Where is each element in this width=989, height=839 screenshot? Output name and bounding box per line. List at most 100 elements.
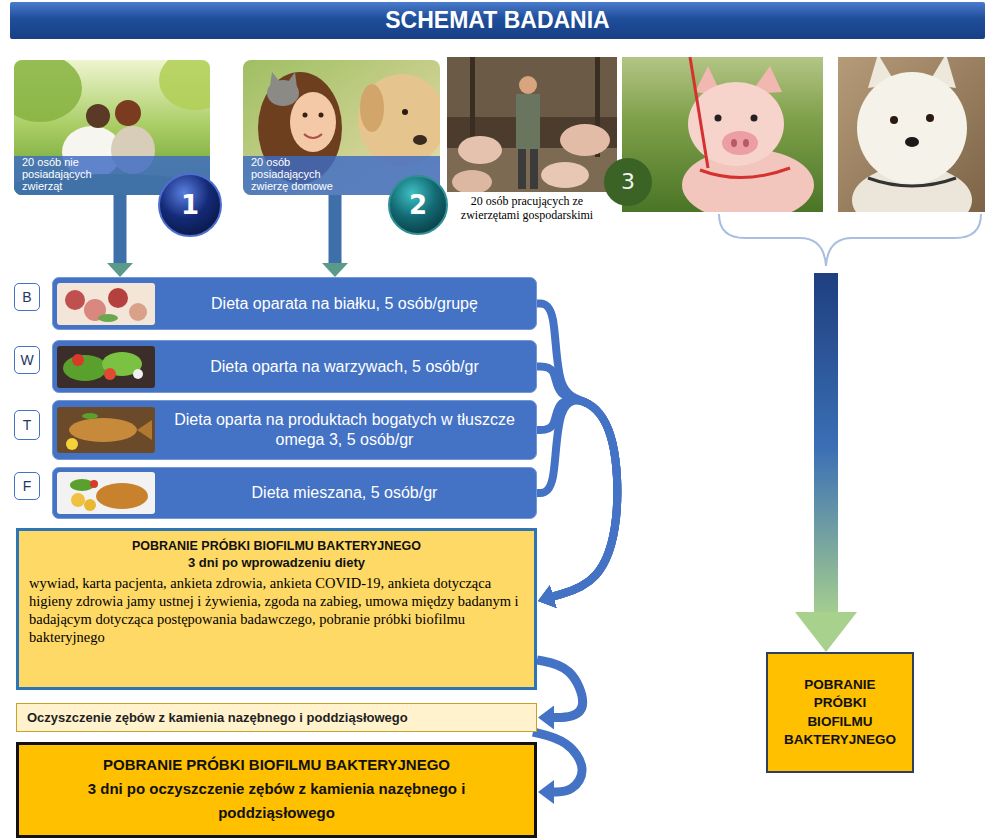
group-brace (719, 214, 981, 266)
image-bg (57, 472, 155, 514)
group-number: 1 (158, 173, 222, 237)
fish-image (57, 407, 155, 453)
circle-number: 2 (409, 192, 427, 218)
sample-body: wywiad, karta pacjenta, ankieta zdrowia,… (29, 575, 524, 646)
connector-arrow (537, 367, 617, 597)
farm-pig (458, 136, 502, 164)
title-bar: SCHEMAT BADANIA (10, 2, 985, 39)
diet-box: Dieta oparta na produktach bogatych w tł… (52, 400, 537, 460)
diet-letter-box: T (14, 410, 40, 440)
group-number: 2 (388, 175, 448, 235)
diet-letter: B (22, 290, 31, 304)
pig-leash (690, 57, 708, 168)
pig-eye (751, 115, 758, 122)
group-photos: 20 osób pracujących ze zwierzętami gospo… (447, 55, 985, 273)
lettuce (102, 352, 142, 376)
farmer-leg (530, 149, 538, 189)
sample-subheading: 3 dni po wprowadzeniu diety (29, 554, 524, 572)
pig-nostril (743, 139, 749, 147)
dog-nose (905, 137, 919, 147)
meat-slice (129, 303, 147, 321)
tomato (72, 354, 84, 366)
dog-collar (868, 178, 956, 186)
fish (69, 418, 137, 442)
sampling-box: POBRANIE PRÓBKI BIOFILMU BAKTERYJNEGO3 d… (16, 528, 537, 690)
diet-label: Dieta oparta na warzywach, 5 osób/gr (210, 357, 479, 377)
connector-arrow (537, 304, 617, 597)
group-number: 3 (604, 158, 652, 206)
diet-letter: F (23, 479, 32, 493)
lemon (66, 438, 78, 450)
circle-number: 3 (621, 171, 635, 193)
diet-box: Dieta oparata na białku, 5 osób/grupę (52, 277, 537, 330)
cheese (133, 369, 143, 379)
diet-label: Dieta oparata na białku, 5 osób/grupę (211, 294, 478, 314)
circle-number: 1 (181, 192, 199, 218)
connector-arrow (329, 195, 342, 263)
man-head (86, 104, 110, 128)
connector-arrow (114, 195, 127, 263)
pig-photo (622, 57, 823, 212)
farmer-body (516, 94, 540, 149)
photo-caption: 20 osób posiadających zwierzę domowe (251, 156, 351, 192)
connector-arrow (537, 401, 617, 597)
diet-box: Dieta mieszana, 5 osób/gr (52, 467, 537, 519)
mixed-meal-image (57, 472, 155, 514)
garnish (98, 314, 118, 322)
dog-photo (838, 57, 985, 212)
salad (70, 479, 94, 491)
pig-snout (722, 131, 758, 155)
diet-label: Dieta mieszana, 5 osób/gr (252, 483, 438, 503)
woman-smile (304, 134, 322, 138)
sample2-subheading: 3 dni po oczyszczenie zębów z kamienia n… (87, 777, 467, 825)
meat-slice (84, 299, 106, 321)
diet-letter-box: W (14, 346, 40, 374)
diet-letter: W (20, 353, 33, 367)
pig-head (688, 82, 784, 166)
image-bg (57, 407, 155, 453)
diet-letter-box: F (14, 472, 40, 500)
cat-ear (270, 72, 280, 86)
woman-eye (319, 113, 324, 118)
image-bg (57, 283, 155, 325)
diet-letter-box: B (14, 283, 40, 311)
photo-caption: 20 osób nie posiadających zwierząt (22, 156, 122, 192)
dog-eye (890, 116, 898, 124)
meat-slice (108, 288, 128, 308)
diet-label: Dieta oparta na produktach bogatych w tł… (165, 410, 524, 450)
dog-head (857, 72, 967, 184)
herb (82, 413, 98, 419)
cleaning-label: Oczyszczenie zębów z kamienia nazębnego … (27, 710, 408, 726)
sampling-box: POBRANIE PRÓBKI BIOFILMU BAKTERYJNEGO3 d… (16, 742, 537, 838)
pig-harness (700, 168, 790, 178)
woman-face (290, 92, 336, 152)
sampling-box: POBRANIE PRÓBKI BIOFILMU BAKTERYJNEGO (766, 652, 914, 773)
potato (71, 493, 85, 507)
meat-slice (65, 290, 85, 310)
sample3-label: POBRANIE PRÓBKI BIOFILMU BAKTERYJNEGO (781, 676, 899, 749)
tree (159, 60, 210, 110)
sample-heading: POBRANIE PRÓBKI BIOFILMU BAKTERYJNEGO (29, 538, 524, 554)
pig-nostril (731, 139, 737, 147)
group-caption: 20 osób pracujących ze zwierzętami gospo… (452, 194, 602, 222)
fish-tail (137, 420, 152, 440)
diet-box: Dieta oparta na warzywach, 5 osób/gr (52, 340, 537, 393)
cleaning-box: Oczyszczenie zębów z kamienia nazębnego … (16, 703, 537, 732)
farm-pig (541, 162, 589, 188)
diet-letter: T (23, 418, 32, 432)
potato (84, 499, 96, 511)
tomato (104, 368, 116, 380)
schnitzel (96, 483, 148, 509)
dog-head (358, 74, 440, 166)
connector-arrow (814, 273, 838, 612)
connector-arrow (537, 660, 583, 718)
pig-eye (715, 115, 722, 122)
sample2-heading: POBRANIE PRÓBKI BIOFILMU BAKTERYJNEGO (29, 753, 524, 777)
dog-nose (413, 135, 427, 145)
lettuce (63, 355, 107, 381)
connector-arrow (537, 400, 617, 597)
dog-ear (360, 84, 384, 132)
farm-pig (560, 124, 610, 156)
dog-eye (926, 114, 934, 122)
